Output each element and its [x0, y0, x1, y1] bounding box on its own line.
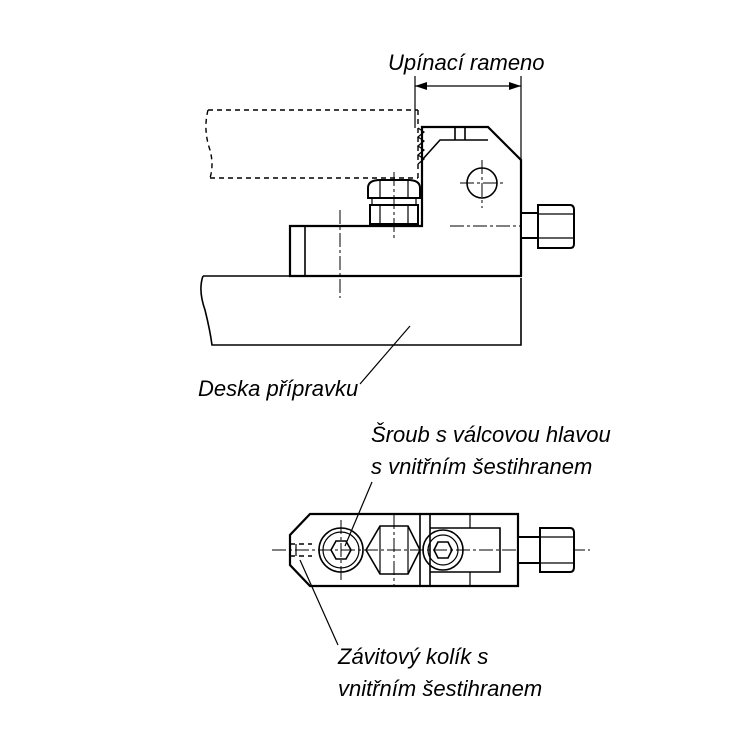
- leader-fixture-plate: [359, 325, 411, 385]
- label-socket-screw-line1: Šroub s válcovou hlavou: [371, 422, 611, 447]
- clamp-body-top: [288, 512, 520, 588]
- top-view: [272, 481, 590, 646]
- label-clamp-arm: Upínací rameno: [388, 50, 545, 75]
- fixture-plate: [200, 275, 522, 346]
- label-set-screw-line1: Závitový kolík s: [337, 644, 488, 669]
- leader-set-screw: [299, 559, 339, 646]
- side-view: [200, 76, 575, 385]
- dimension-clamp-arm: [414, 76, 522, 160]
- arm-slot: [430, 527, 501, 573]
- clamp-body: [288, 125, 523, 278]
- label-fixture-plate: Deska přípravku: [198, 376, 358, 401]
- adjust-knob-top: [517, 527, 575, 573]
- label-socket-screw-line2: s vnitřním šestihranem: [371, 454, 592, 479]
- leader-socket-screw: [344, 481, 373, 547]
- label-set-screw-line2: vnitřním šestihranem: [338, 676, 542, 701]
- adjust-knob-side: [520, 204, 575, 249]
- clamp-arm-outline: [205, 109, 426, 179]
- socket-screw-side: [367, 172, 421, 240]
- pin-hole: [460, 160, 505, 208]
